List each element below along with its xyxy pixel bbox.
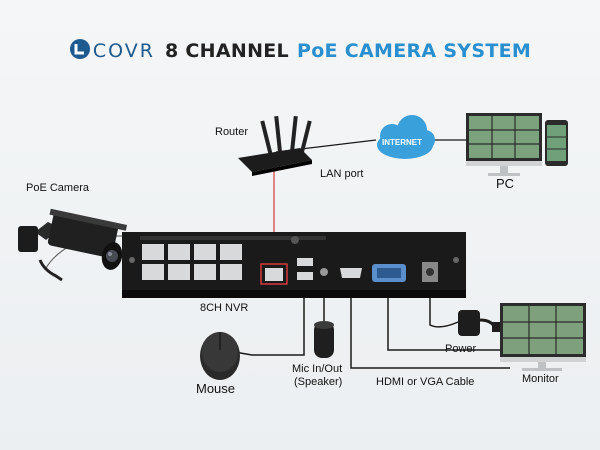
poe-camera-label: PoE Camera — [26, 182, 89, 194]
router-icon — [238, 115, 312, 176]
brand-name: COVR — [92, 40, 155, 62]
speaker-icon — [314, 321, 334, 358]
nvr-icon — [122, 232, 466, 298]
power-adapter-icon — [458, 310, 500, 336]
pc-label: PC — [496, 176, 515, 191]
mouse-icon — [200, 332, 240, 380]
vga-cable — [387, 286, 510, 351]
pc-icon — [466, 113, 542, 176]
mic-label: Mic In/Out — [292, 363, 343, 375]
usb-port-2 — [297, 272, 313, 280]
router-label: Router — [215, 126, 249, 138]
camera-icon — [18, 208, 128, 282]
internet-label: INTERNET — [382, 138, 422, 147]
usb-port-1 — [297, 258, 313, 266]
covr-logo-icon — [69, 38, 91, 65]
power-label: Power — [445, 343, 477, 355]
title-part-2: PoE CAMERA SYSTEM — [296, 40, 532, 62]
speaker-label: (Speaker) — [294, 376, 343, 388]
power-cable — [429, 286, 459, 328]
hdmi-port — [340, 268, 362, 278]
phone-icon — [545, 120, 568, 166]
lan-port-label: LAN port — [320, 168, 364, 180]
nvr-label: 8CH NVR — [200, 302, 249, 314]
title-part-1: 8 CHANNEL — [164, 40, 289, 62]
hdmi-cable — [350, 286, 510, 369]
audio-jack — [320, 268, 328, 276]
monitor-label: Monitor — [522, 373, 559, 385]
lan-port — [260, 263, 288, 285]
cable-label: HDMI or VGA Cable — [376, 376, 475, 388]
cloud-icon — [377, 115, 435, 159]
mouse-label: Mouse — [196, 381, 236, 396]
page-title: COVR 8 CHANNEL PoE CAMERA SYSTEM — [0, 38, 600, 65]
poe-ports — [142, 244, 242, 280]
monitor-icon — [500, 303, 586, 371]
